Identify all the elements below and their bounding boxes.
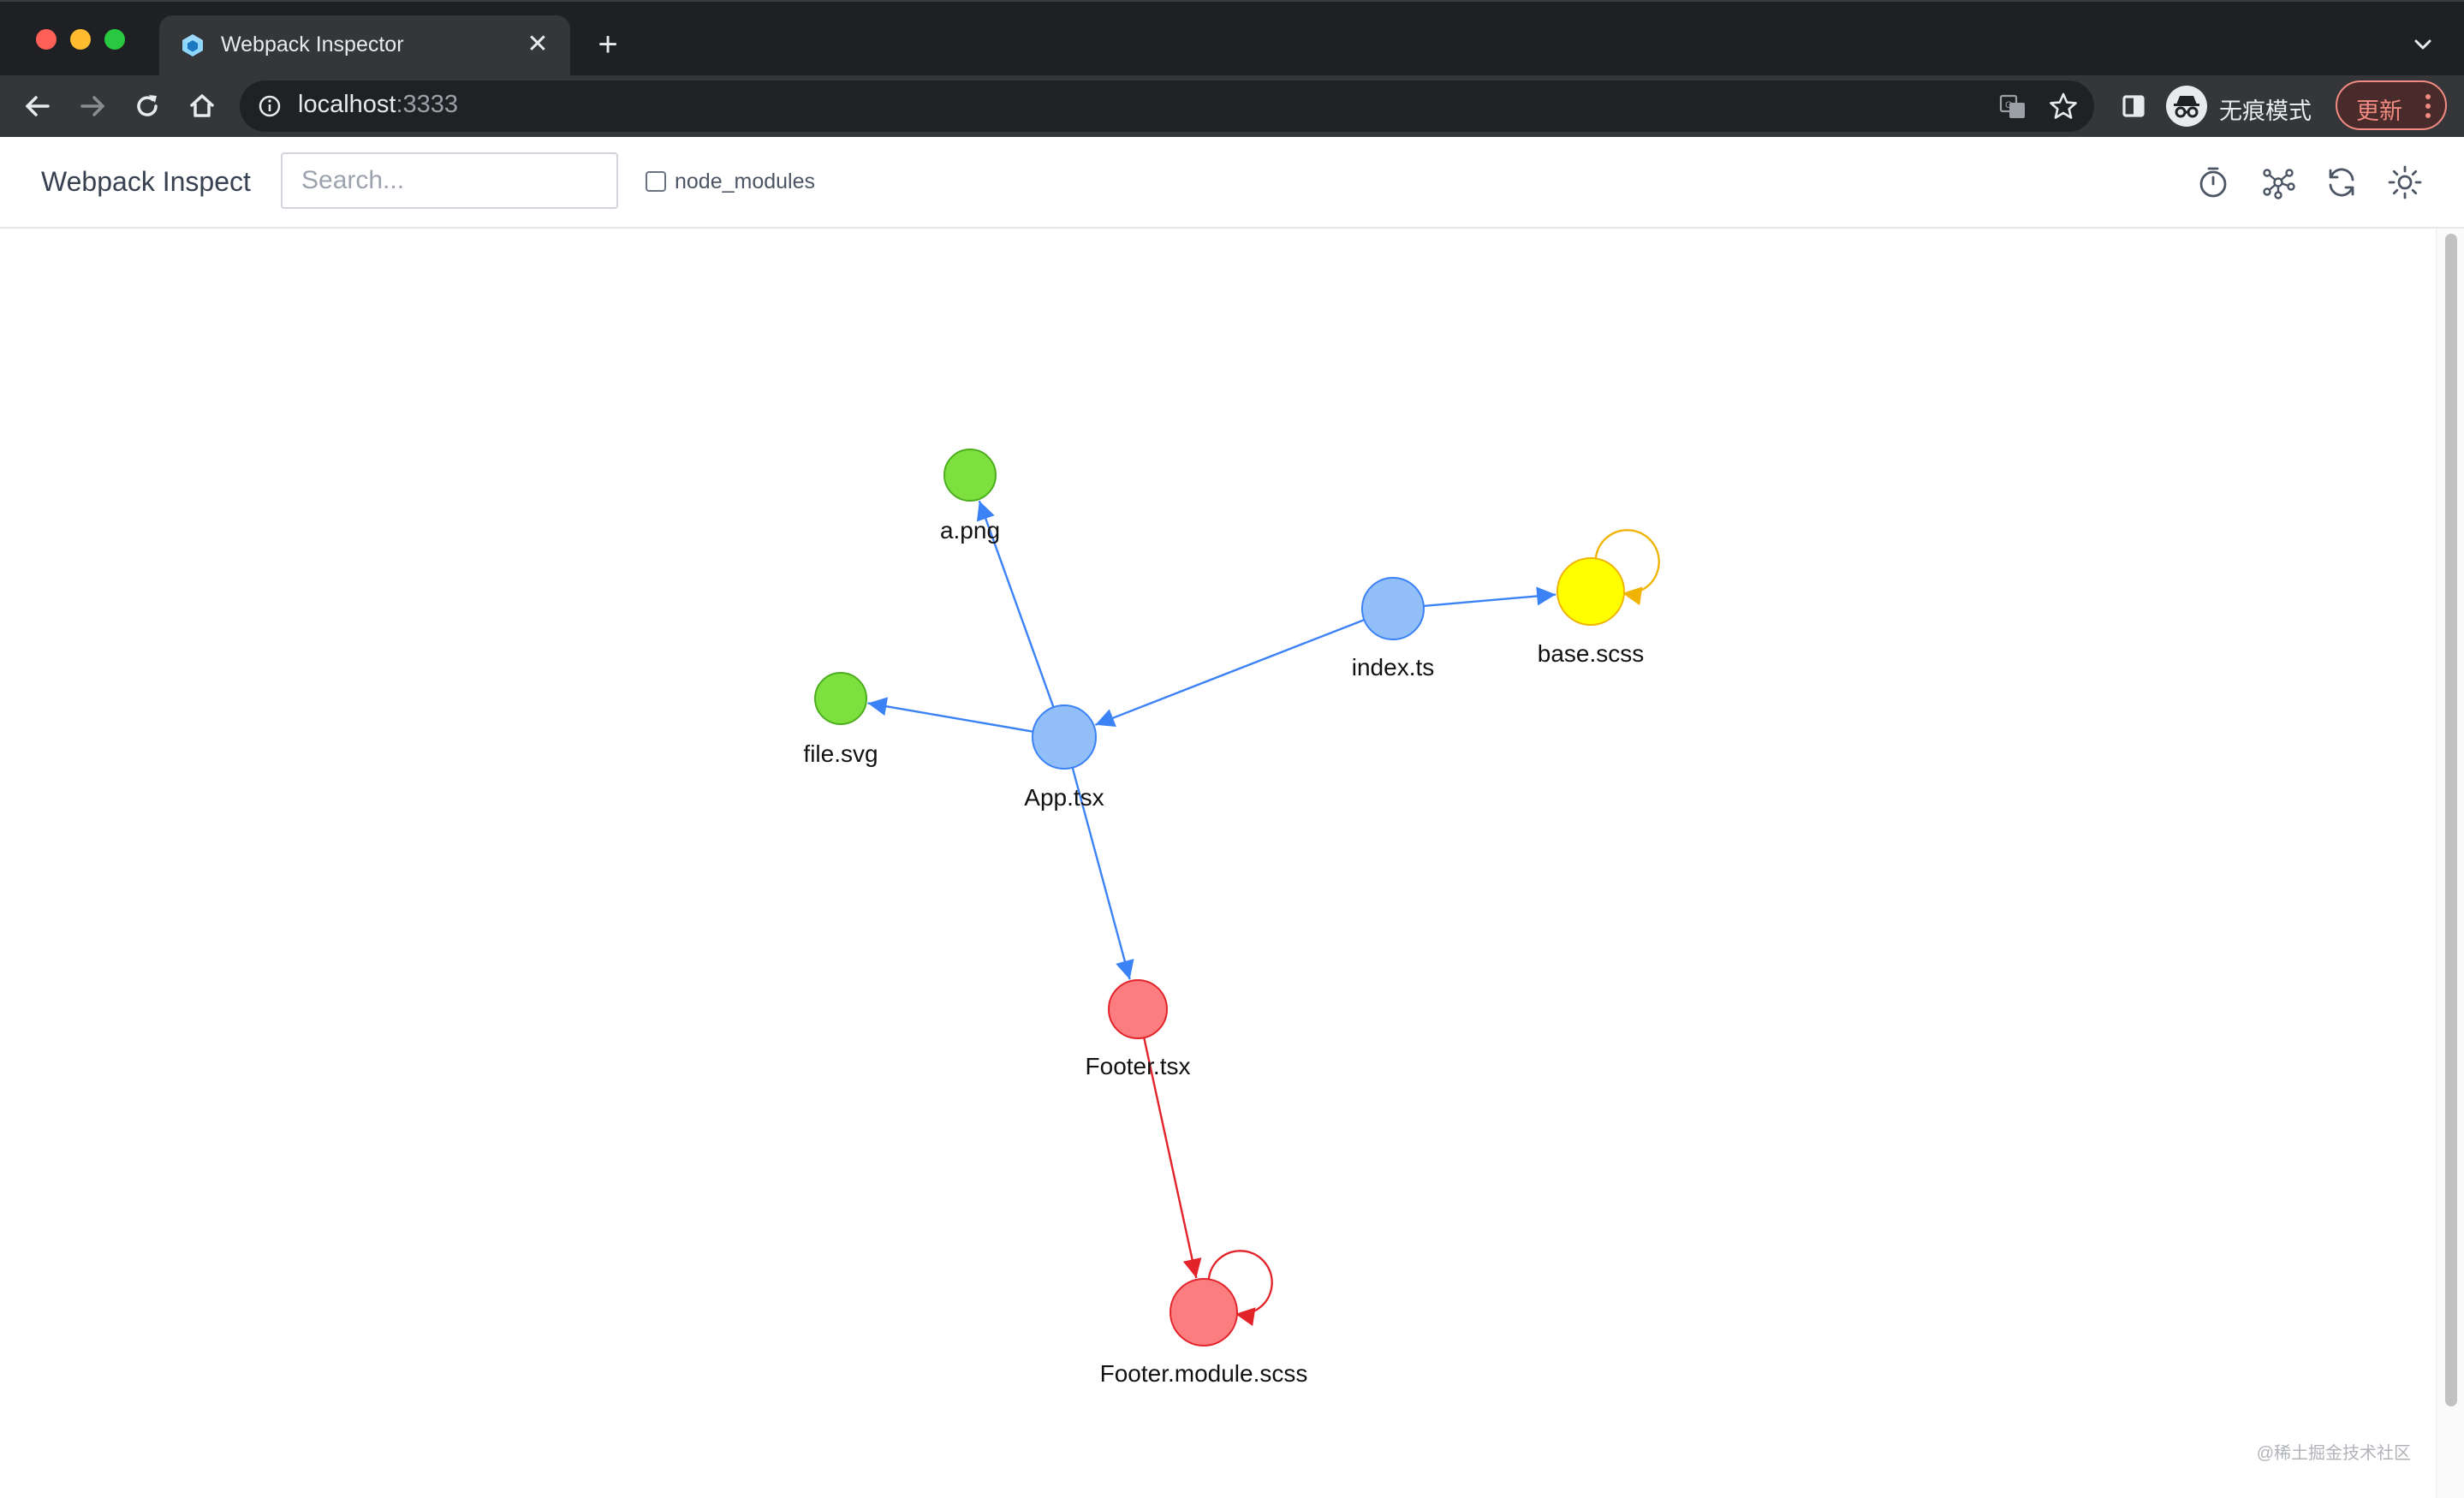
node-circle[interactable] — [1032, 704, 1097, 770]
node-label: base.scss — [1538, 640, 1645, 667]
tab-search-chevron-icon[interactable] — [2409, 31, 2437, 58]
incognito-icon — [2174, 96, 2199, 118]
side-panel-icon[interactable] — [2115, 87, 2152, 125]
self-loop-edge — [1594, 529, 1660, 606]
reload-icon[interactable] — [128, 87, 166, 125]
window-minimize-button[interactable] — [70, 29, 91, 50]
dependency-edge — [1423, 586, 1556, 608]
graph-icon[interactable] — [2259, 163, 2298, 202]
watermark: @稀土掘金技术社区 — [2256, 1444, 2411, 1463]
url-host: localhost — [298, 91, 396, 118]
graph-node-app-tsx[interactable]: App.tsx — [1024, 704, 1104, 811]
dependency-edge — [976, 500, 1055, 708]
self-loop-edge — [1207, 1250, 1273, 1327]
node-circle[interactable] — [943, 449, 997, 502]
url-text[interactable]: localhost:3333 — [298, 91, 458, 119]
graph-node-index-ts[interactable]: index.ts — [1352, 577, 1435, 681]
graph-node-footer-module-scss[interactable]: Footer.module.scss — [1100, 1278, 1308, 1387]
address-bar[interactable]: localhost:3333 G — [240, 80, 2094, 132]
timer-icon[interactable] — [2193, 163, 2233, 202]
dependency-edge — [867, 697, 1033, 733]
window-close-button[interactable] — [36, 29, 57, 50]
node-circle[interactable] — [1361, 577, 1425, 640]
incognito-avatar — [2166, 86, 2207, 127]
node-modules-label[interactable]: node_modules — [675, 169, 816, 193]
forward-arrow-icon[interactable] — [74, 87, 111, 125]
search-input[interactable] — [281, 152, 618, 209]
browser-toolbar: localhost:3333 G — [0, 75, 2464, 137]
incognito-label: 无痕模式 — [2219, 98, 2312, 124]
dependency-edge — [1071, 767, 1134, 980]
bookmark-star-icon[interactable] — [2048, 91, 2079, 122]
update-button[interactable]: 更新 — [2336, 80, 2447, 130]
tab-title: Webpack Inspector — [221, 33, 404, 56]
update-label: 更新 — [2356, 98, 2402, 124]
translate-icon[interactable]: G — [1998, 92, 2027, 122]
node-circle[interactable] — [814, 672, 867, 725]
edges-layer — [867, 500, 1660, 1327]
node-label: index.ts — [1352, 654, 1435, 681]
graph-node-file-svg[interactable]: file.svg — [803, 672, 878, 767]
site-info-icon[interactable] — [257, 93, 283, 119]
node-circle[interactable] — [1170, 1278, 1238, 1346]
window-zoom-button[interactable] — [104, 29, 125, 50]
dependency-edge — [1094, 618, 1365, 728]
app-title: Webpack Inspect — [41, 166, 251, 197]
sun-icon[interactable] — [2385, 163, 2425, 202]
svg-text:G: G — [2005, 100, 2013, 110]
node-label: a.png — [940, 517, 1000, 544]
node-label: App.tsx — [1024, 784, 1104, 811]
graph-node-a-png[interactable]: a.png — [940, 449, 1000, 544]
graph-node-base-scss[interactable]: base.scss — [1538, 557, 1645, 667]
node-circle[interactable] — [1556, 557, 1625, 626]
more-menu-icon[interactable] — [2425, 92, 2431, 120]
node-circle[interactable] — [1108, 979, 1168, 1039]
node-label: file.svg — [803, 740, 878, 767]
tab-close-icon[interactable]: ✕ — [527, 30, 549, 58]
app-header: Webpack Inspect node_modules — [0, 137, 2464, 229]
node-label: Footer.tsx — [1086, 1053, 1191, 1079]
dependency-edge — [1143, 1037, 1202, 1279]
new-tab-button[interactable]: + — [598, 26, 618, 63]
graph-node-footer-tsx[interactable]: Footer.tsx — [1086, 979, 1191, 1079]
vertical-scrollbar[interactable] — [2436, 229, 2464, 1498]
webpack-cube-icon — [182, 34, 203, 56]
url-port: :3333 — [396, 91, 459, 118]
scrollbar-thumb[interactable] — [2445, 234, 2457, 1406]
home-icon[interactable] — [183, 87, 221, 125]
browser-tab-active[interactable]: Webpack Inspector ✕ — [159, 15, 570, 77]
back-arrow-icon[interactable] — [19, 87, 57, 125]
tab-strip: Webpack Inspector ✕ + — [0, 0, 2464, 77]
node-label: Footer.module.scss — [1100, 1360, 1308, 1387]
node-modules-checkbox[interactable] — [646, 171, 666, 192]
refresh-icon[interactable] — [2322, 163, 2361, 202]
